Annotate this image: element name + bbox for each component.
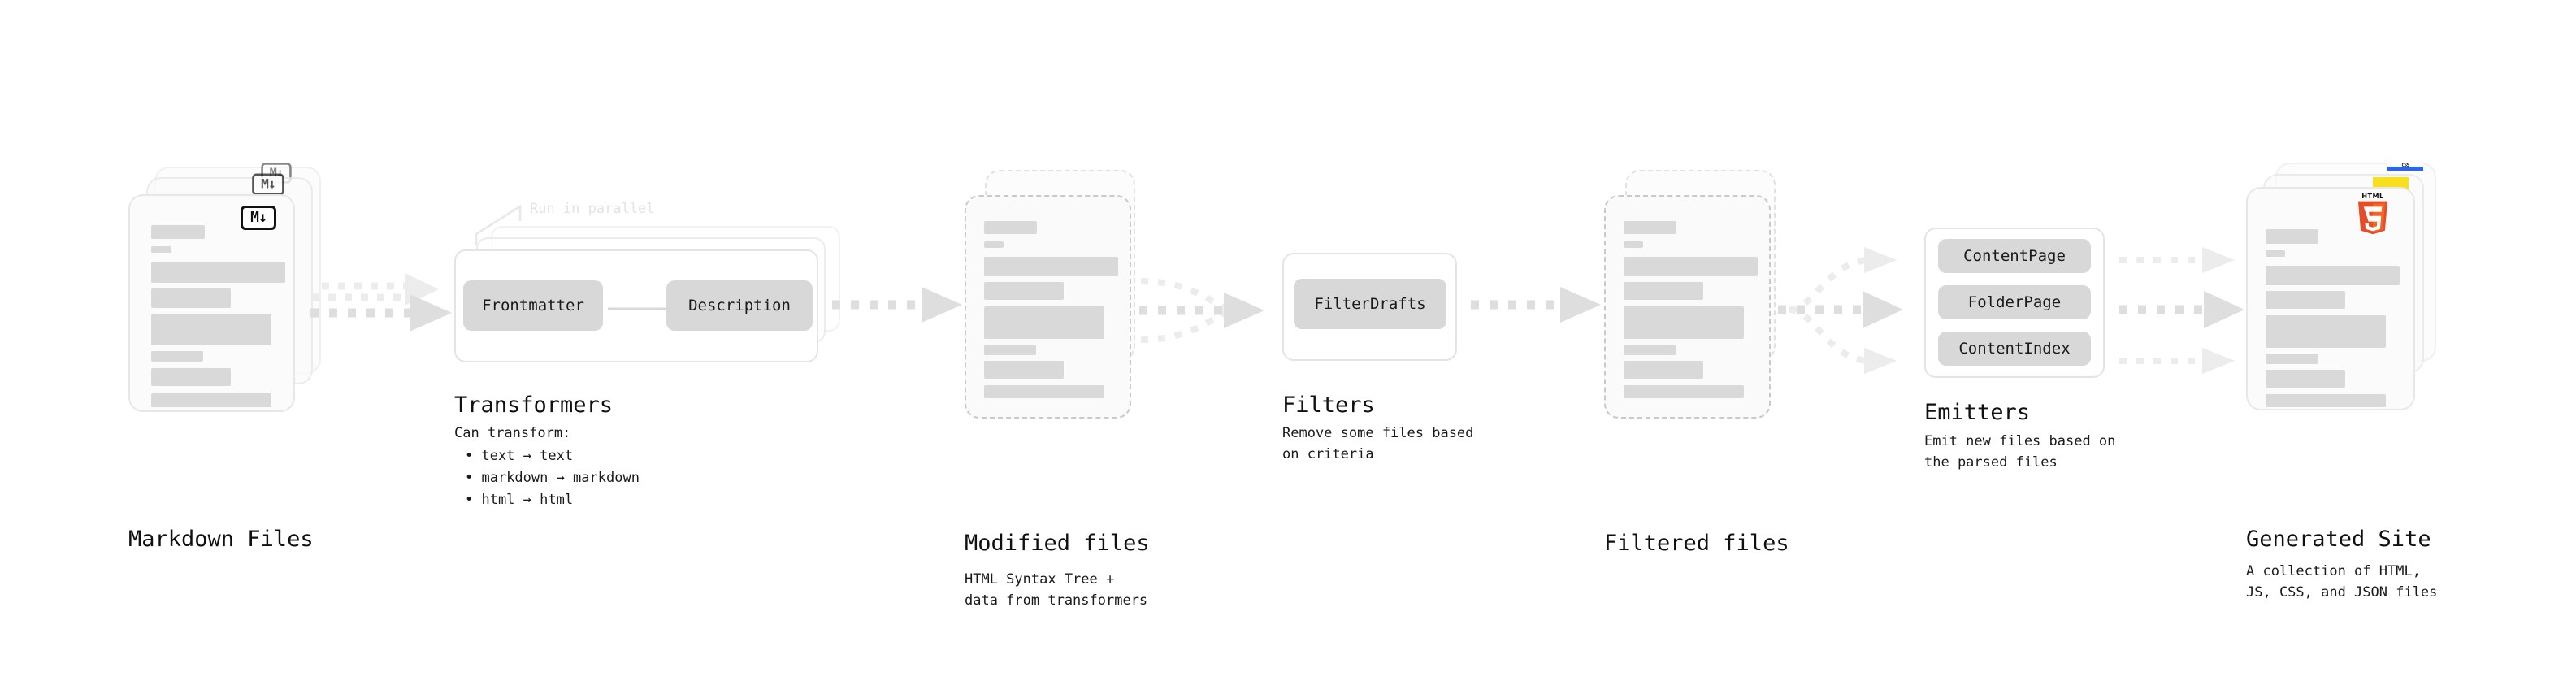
- run-in-parallel-label: Run in parallel: [530, 201, 655, 217]
- skeleton-bar: [984, 306, 1104, 339]
- emitters-subtitle: Emit new files based on the parsed files: [1924, 433, 2116, 471]
- skeleton-bar: [984, 282, 1064, 300]
- skeleton-bar: [151, 288, 231, 308]
- stage-title-emitters: Emitters: [1924, 400, 2031, 425]
- stage-title-generated-site: Generated Site: [2246, 527, 2431, 552]
- skeleton-bar: [1624, 257, 1758, 276]
- arrow-markdown-to-transformers: [310, 273, 452, 332]
- skeleton-bar: [2266, 394, 2386, 407]
- skeleton-bar: [151, 225, 205, 239]
- emitter-pill-contentpage[interactable]: ContentPage: [1938, 239, 2091, 273]
- skeleton-bar: [151, 246, 171, 253]
- skeleton-bar: [2266, 266, 2400, 285]
- filters-subtitle: Remove some files based on criteria: [1282, 425, 1474, 463]
- arrow-emitters-to-generated: [2119, 247, 2244, 374]
- generated-card-front: [2246, 187, 2415, 410]
- generated-site-subtitle: A collection of HTML, JS, CSS, and JSON …: [2246, 563, 2438, 601]
- run-in-parallel-leader: [475, 204, 522, 245]
- skeleton-bar: [2266, 250, 2285, 257]
- markdown-badge-front: M↓: [241, 206, 276, 230]
- skeleton-bar: [1624, 282, 1703, 300]
- filtered-card-front: [1604, 195, 1771, 419]
- skeleton-bar: [2266, 229, 2318, 244]
- skeleton-bar: [1624, 345, 1676, 355]
- transformers-bullet-2: • html → html: [465, 492, 574, 508]
- skeleton-bar: [151, 314, 271, 345]
- skeleton-bar: [984, 221, 1037, 234]
- filter-pill-filterdrafts[interactable]: FilterDrafts: [1294, 279, 1446, 329]
- stage-title-modified-files: Modified files: [965, 531, 1150, 556]
- modified-files-subtitle: HTML Syntax Tree + data from transformer…: [965, 571, 1148, 609]
- arrow-filters-to-filtered: [1471, 287, 1601, 323]
- skeleton-bar: [151, 262, 285, 283]
- stage-title-filtered-files: Filtered files: [1604, 531, 1789, 556]
- transformers-bullet-1: • markdown → markdown: [465, 470, 640, 486]
- skeleton-bar: [984, 385, 1104, 398]
- skeleton-bar: [984, 345, 1036, 355]
- skeleton-bar: [151, 393, 271, 407]
- skeleton-bar: [2266, 370, 2345, 388]
- stage-title-filters: Filters: [1282, 393, 1375, 418]
- arrow-filtered-to-emitters: [1778, 247, 1903, 374]
- transformer-pill-frontmatter[interactable]: Frontmatter: [463, 280, 603, 331]
- modified-card-front: [965, 195, 1131, 419]
- transformers-sub-heading: Can transform:: [454, 425, 571, 441]
- skeleton-bar: [1624, 221, 1676, 234]
- skeleton-bar: [984, 361, 1064, 379]
- svg-text:HTML: HTML: [2361, 192, 2383, 200]
- skeleton-bar: [151, 368, 231, 386]
- skeleton-bar: [2266, 291, 2345, 309]
- skeleton-bar: [984, 257, 1118, 276]
- markdown-card-front: [128, 194, 295, 412]
- skeleton-bar: [1624, 385, 1744, 398]
- transformer-pill-description[interactable]: Description: [666, 280, 813, 331]
- skeleton-bar: [1624, 361, 1703, 379]
- markdown-badge-mid: M↓: [252, 173, 284, 196]
- skeleton-bar: [2266, 315, 2386, 348]
- skeleton-bar: [2266, 354, 2318, 364]
- stage-title-transformers: Transformers: [454, 393, 614, 418]
- skeleton-bar: [984, 241, 1004, 248]
- skeleton-bar: [1624, 241, 1643, 248]
- emitter-pill-folderpage[interactable]: FolderPage: [1938, 285, 2091, 319]
- skeleton-bar: [1624, 306, 1744, 339]
- transformers-bullet-0: • text → text: [465, 448, 574, 464]
- skeleton-bar: [151, 351, 203, 362]
- html5-icon: HTML: [2357, 192, 2388, 235]
- arrow-transformers-to-modified: [832, 287, 962, 323]
- emitter-pill-contentindex[interactable]: ContentIndex: [1938, 332, 2091, 366]
- css-badge: CSS: [2387, 163, 2423, 171]
- stage-title-markdown-files: Markdown Files: [128, 527, 314, 552]
- arrow-modified-to-filters: [1139, 278, 1264, 343]
